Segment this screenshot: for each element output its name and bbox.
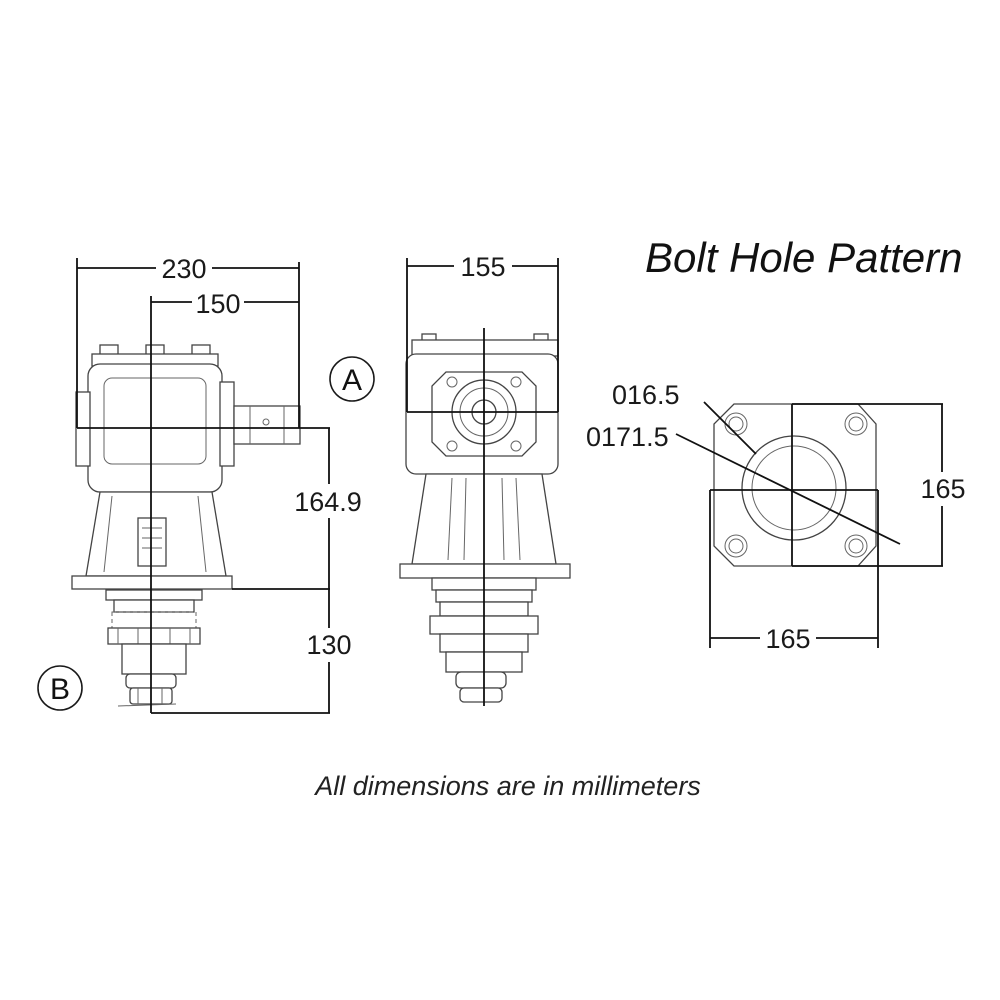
dim-front-width: 155: [460, 252, 505, 282]
callout-b-circle: [37, 665, 83, 711]
label-plate: [137, 517, 167, 567]
mounting-flange: [71, 575, 233, 590]
bolt-hole: [844, 412, 868, 436]
right-boss: [219, 381, 235, 467]
dim-pattern-height: 165: [920, 474, 965, 504]
output-collar: [107, 627, 201, 645]
bolt-pattern-view: 016.5 0171.5 165 165: [586, 380, 968, 656]
dim-circle-diameter: 0171.5: [586, 422, 669, 452]
callout-b: B: [50, 673, 70, 706]
dim-hole-diameter: 016.5: [612, 380, 680, 410]
bolt-hole: [844, 534, 868, 558]
cotter-pin: [117, 703, 177, 707]
callout-a-circle: [329, 356, 375, 402]
left-boss: [75, 391, 91, 467]
dim-lower-height: 130: [306, 630, 351, 660]
callout-a: A: [342, 364, 362, 397]
front-view: 155: [399, 250, 571, 706]
side-view: 230 150 164.9 130 B: [37, 252, 364, 714]
front-output-shaft: [459, 687, 503, 703]
units-note: All dimensions are in millimeters: [313, 771, 701, 801]
hole-diameter-leader: [703, 401, 757, 455]
dim-overall-width: 230: [161, 254, 206, 284]
dim-shaft-offset: 150: [195, 289, 240, 319]
bolt-hole: [724, 534, 748, 558]
diagram-title: Bolt Hole Pattern: [645, 234, 963, 281]
circle-diameter-leader: [675, 433, 901, 545]
dim-upper-height: 164.9: [294, 487, 362, 517]
dim-pattern-width: 165: [765, 624, 810, 654]
housing-panel: [103, 377, 207, 465]
front-flange: [399, 563, 571, 579]
center-bore: [741, 435, 847, 541]
